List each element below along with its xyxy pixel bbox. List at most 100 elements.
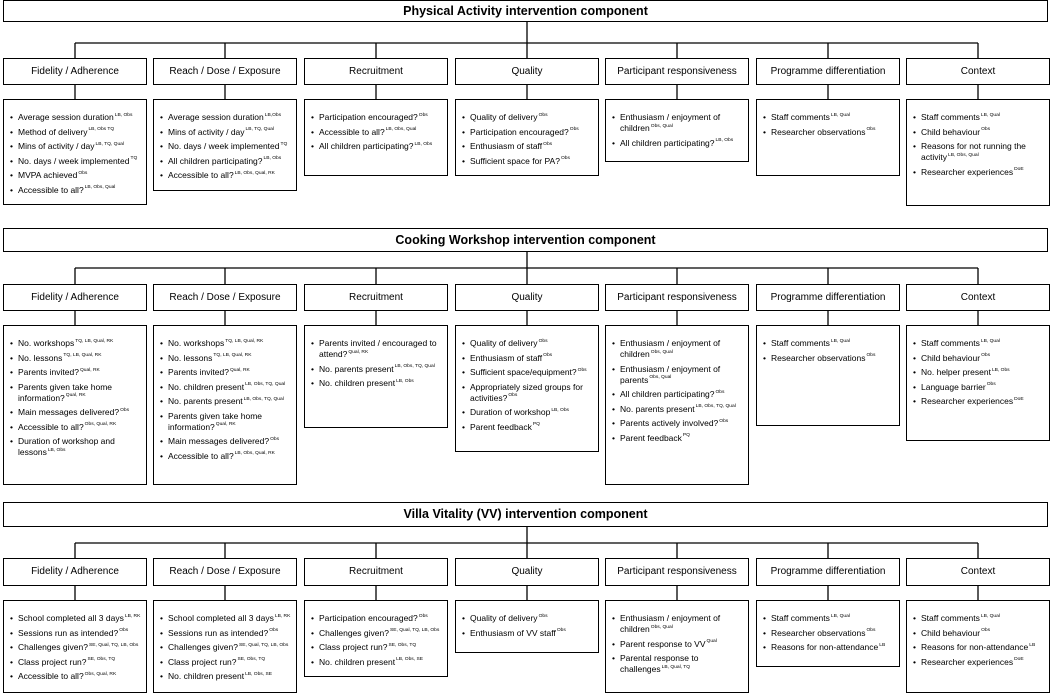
reach-dose-exposure-header: Reach / Dose / Exposure [153,58,297,85]
item-label: No. children present [168,381,245,392]
item-data-sources: Obs [866,628,876,633]
item-list: Enthusiasm / enjoyment of childrenObs, Q… [606,326,748,444]
item-data-sources: Obs [543,353,553,358]
item-label: Staff comments [921,613,980,623]
list-item: Parent feedbackPQ [462,421,596,433]
list-item: All children participating?Obs [612,389,746,400]
item-label: All children participating? [168,155,263,166]
list-item: No. helper presentLB, Obs [913,367,1047,378]
list-item: Researcher observationsObs [763,353,897,364]
participant-responsiveness-header: Participant responsiveness [605,58,749,85]
item-list: School completed all 3 daysLB, RKSession… [154,601,296,682]
item-label: All children participating? [620,137,715,148]
list-item: Parents given take home information?Qual… [10,382,144,404]
list-item: Reasons for not running the activityLB, … [913,141,1047,163]
context-header: Context [906,284,1050,311]
item-label: Researcher experiences [921,166,1014,177]
quality-header: Quality [455,58,599,85]
quality-box: Quality of deliveryObsParticipation enco… [455,99,599,176]
list-item: No. days / week implementedTQ [10,155,144,167]
item-label: Appropriately sized groups for activitie… [470,381,583,403]
list-item: Enthusiasm of staffObs [462,141,596,152]
list-item: Main messages delivered?Obs [10,407,144,418]
recruitment-box: Parents invited / encouraged to attend?Q… [304,325,448,428]
list-item: No. children presentLB, Obs [311,378,445,389]
item-data-sources: SE, Qual, TQ, LB, Obs [238,642,289,648]
reach-dose-exposure-header: Reach / Dose / Exposure [153,284,297,311]
item-data-sources: LB, Qual [830,338,850,344]
item-label: Reasons for not running the activity [921,141,1026,162]
list-item: Main messages delivered?Obs [160,436,294,447]
item-list: Average session durationLB, ObsMethod of… [4,100,146,196]
item-list: Quality of deliveryObsEnthusiasm of VV s… [456,601,598,639]
fidelity-adherence-header: Fidelity / Adherence [3,284,147,311]
item-label: Researcher experiences [921,396,1014,406]
item-data-sources: LB, Obs, Qual, RK [234,451,275,456]
item-list: Parents invited / encouraged to attend?Q… [305,326,447,389]
item-list: Enthusiasm / enjoyment of childrenObs, Q… [606,601,748,675]
list-item: No. workshopsTQ, LB, Qual, RK [10,338,144,349]
item-label: Parent feedback [470,421,532,432]
item-list: Staff commentsLB, QualChild behaviourObs… [907,100,1049,178]
participant-responsiveness-box: Enthusiasm / enjoyment of childrenObs, Q… [605,325,749,485]
item-label: No. days / week implemented [18,155,130,166]
fidelity-adherence-box: School completed all 3 daysLB, RKSession… [3,600,147,693]
item-list: Staff commentsLB, QualResearcher observa… [757,601,899,653]
item-label: No. days / week implemented [168,141,280,151]
list-item: Child behaviourObs [913,127,1047,138]
item-data-sources: Obs, Qual [650,349,673,355]
list-item: Mins of activity / dayLB, TQ, Qual [160,127,294,138]
context-box: Staff commentsLB, QualChild behaviourObs… [906,99,1050,206]
item-label: Parental response to challenges [620,653,699,674]
item-label: Parent response to VV [620,638,706,649]
list-item: No. lessonsTQ, LB, Qual, RK [10,353,144,364]
list-item: Researcher observationsObs [763,627,897,639]
item-label: Participation encouraged? [319,112,418,122]
item-label: Accessible to all? [18,184,84,195]
item-label: All children participating? [319,141,414,151]
fidelity-adherence-header: Fidelity / Adherence [3,558,147,586]
fidelity-adherence-box: No. workshopsTQ, LB, Qual, RK No. lessons… [3,325,147,485]
recruitment-header: Recruitment [304,284,448,311]
list-item: Staff commentsLB, Qual [913,112,1047,123]
list-item: Quality of deliveryObs [462,613,596,624]
item-data-sources: DoE [1014,167,1024,172]
recruitment-header: Recruitment [304,58,448,85]
item-data-sources: LB, TQ, Qual [95,141,124,147]
item-label: Quality of delivery [470,112,538,122]
item-label: Mins of activity / day [18,141,95,151]
item-data-sources: LB,Obs [264,112,282,118]
item-data-sources: LB, Obs TQ [88,127,115,132]
list-item: No. parents presentLB, Obs, TQ, Qual [160,396,294,407]
reach-dose-exposure-box: School completed all 3 daysLB, RKSession… [153,600,297,693]
list-item: No. children presentLB, Obs, SE [311,657,445,668]
item-label: School completed all 3 days [168,613,274,623]
item-data-sources: Obs, Qual [650,123,673,129]
item-label: Parents invited? [18,367,79,377]
item-data-sources: LB, Qual [980,338,1000,344]
item-list: Staff commentsLB, QualResearcher observa… [757,100,899,138]
item-data-sources: LB [879,642,886,648]
item-data-sources: Qual, RK [79,367,100,373]
item-label: No. parents present [319,363,394,374]
item-label: Sufficient space for PA? [470,155,560,166]
item-label: Researcher observations [771,627,866,638]
list-item: Parents invited?Qual, RK [160,367,294,378]
item-data-sources: LB, Qual [980,112,1000,118]
list-item: Appropriately sized groups for activitie… [462,381,596,404]
item-data-sources: Qual, RK [348,349,369,355]
item-label: Duration of workshop [470,407,551,417]
list-item: Class project run?SE, Obs, TQ [10,657,144,668]
item-data-sources: LB, Obs, Qual, RK [234,170,275,176]
item-data-sources: Obs [269,628,279,633]
item-label: No. children present [168,671,245,681]
item-data-sources: LB, Obs, SE [396,657,423,662]
item-data-sources: LB, Obs, Qual [385,127,417,132]
list-item: Participation encouraged?Obs [311,112,445,123]
list-item: MVPA achievedObs [10,170,144,181]
quality-header: Quality [455,558,599,586]
item-label: Enthusiasm of staff [470,141,543,151]
list-item: Researcher observationsObs [763,127,897,138]
item-data-sources: Qual, RK [215,422,236,427]
item-label: Challenges given? [168,642,238,652]
